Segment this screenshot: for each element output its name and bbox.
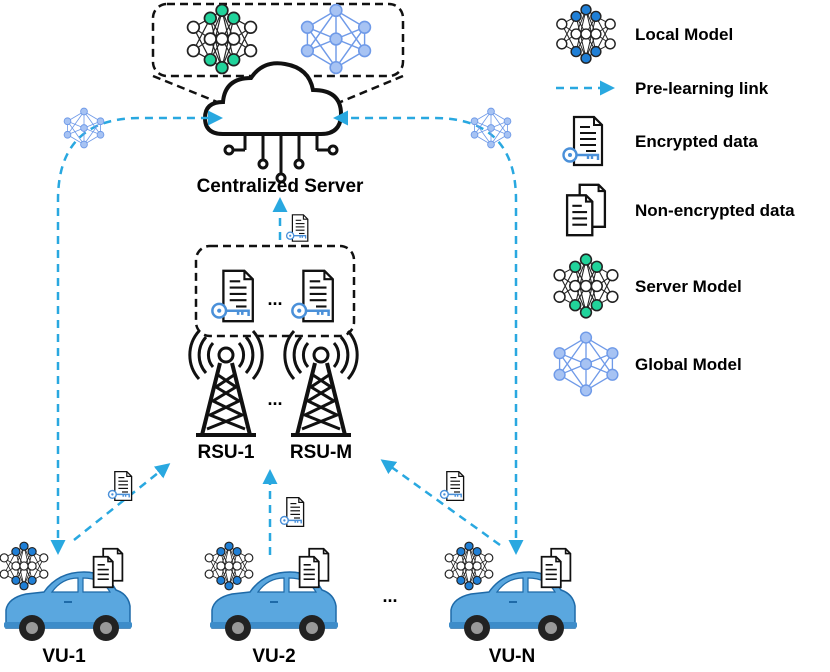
- vehicle-2-label: VU-2: [252, 646, 295, 667]
- rsu-first-label: RSU-1: [197, 442, 254, 463]
- vehicle-1-label: VU-1: [42, 646, 86, 667]
- local-model-icon: [204, 541, 254, 591]
- encrypted-document-icon: [291, 269, 335, 323]
- documents-icon: [565, 183, 607, 237]
- rsu-ellipsis: ...: [267, 389, 282, 409]
- rsu-data-box: [194, 244, 356, 338]
- rsu-last-label: RSU-M: [290, 442, 352, 463]
- cloud-server-icon: [203, 61, 343, 184]
- vehicle-n-label: VU-N: [489, 646, 535, 667]
- documents-icon: [92, 547, 124, 589]
- server-model-icon: [553, 253, 619, 319]
- server-label: Centralized Server: [197, 176, 364, 197]
- global-model-icon: [300, 3, 372, 75]
- radio-tower-icon: [187, 329, 265, 437]
- vehicle-ellipsis: ...: [382, 586, 397, 606]
- documents-icon: [540, 547, 572, 589]
- legend-non-encrypted-data: Non-encrypted data: [635, 201, 795, 220]
- local-model-icon: [444, 541, 494, 591]
- legend: Local Model Pre-learning link Encrypted …: [553, 4, 795, 397]
- global-model-icon: [553, 331, 619, 397]
- documents-icon: [298, 547, 330, 589]
- legend-global-model: Global Model: [635, 355, 742, 374]
- server-model-icon: [186, 3, 258, 75]
- legend-server-model: Server Model: [635, 277, 742, 296]
- encrypted-document-icon: [562, 115, 604, 167]
- local-model-icon: [556, 4, 616, 64]
- rsu-docs-ellipsis: ...: [267, 289, 282, 309]
- legend-encrypted-data: Encrypted data: [635, 132, 758, 151]
- upload-link-vu1-rsu: [73, 463, 171, 541]
- local-model-icon: [0, 541, 49, 591]
- upload-link-vun-rsu: [380, 459, 501, 547]
- global-model-icon: [63, 107, 105, 149]
- encrypted-document-icon: [279, 496, 305, 528]
- global-model-icon: [470, 107, 512, 149]
- encrypted-document-icon: [211, 269, 255, 323]
- encrypted-document-icon: [107, 470, 133, 502]
- legend-local-model: Local Model: [635, 25, 733, 44]
- vehicle-1: [0, 541, 133, 642]
- radio-tower-icon: [282, 329, 360, 437]
- vehicle-2: [204, 541, 339, 642]
- encrypted-document-icon: [439, 470, 465, 502]
- vehicle-n: [444, 541, 578, 642]
- legend-prelearning-link: Pre-learning link: [635, 79, 769, 98]
- encrypted-document-icon: [285, 214, 309, 242]
